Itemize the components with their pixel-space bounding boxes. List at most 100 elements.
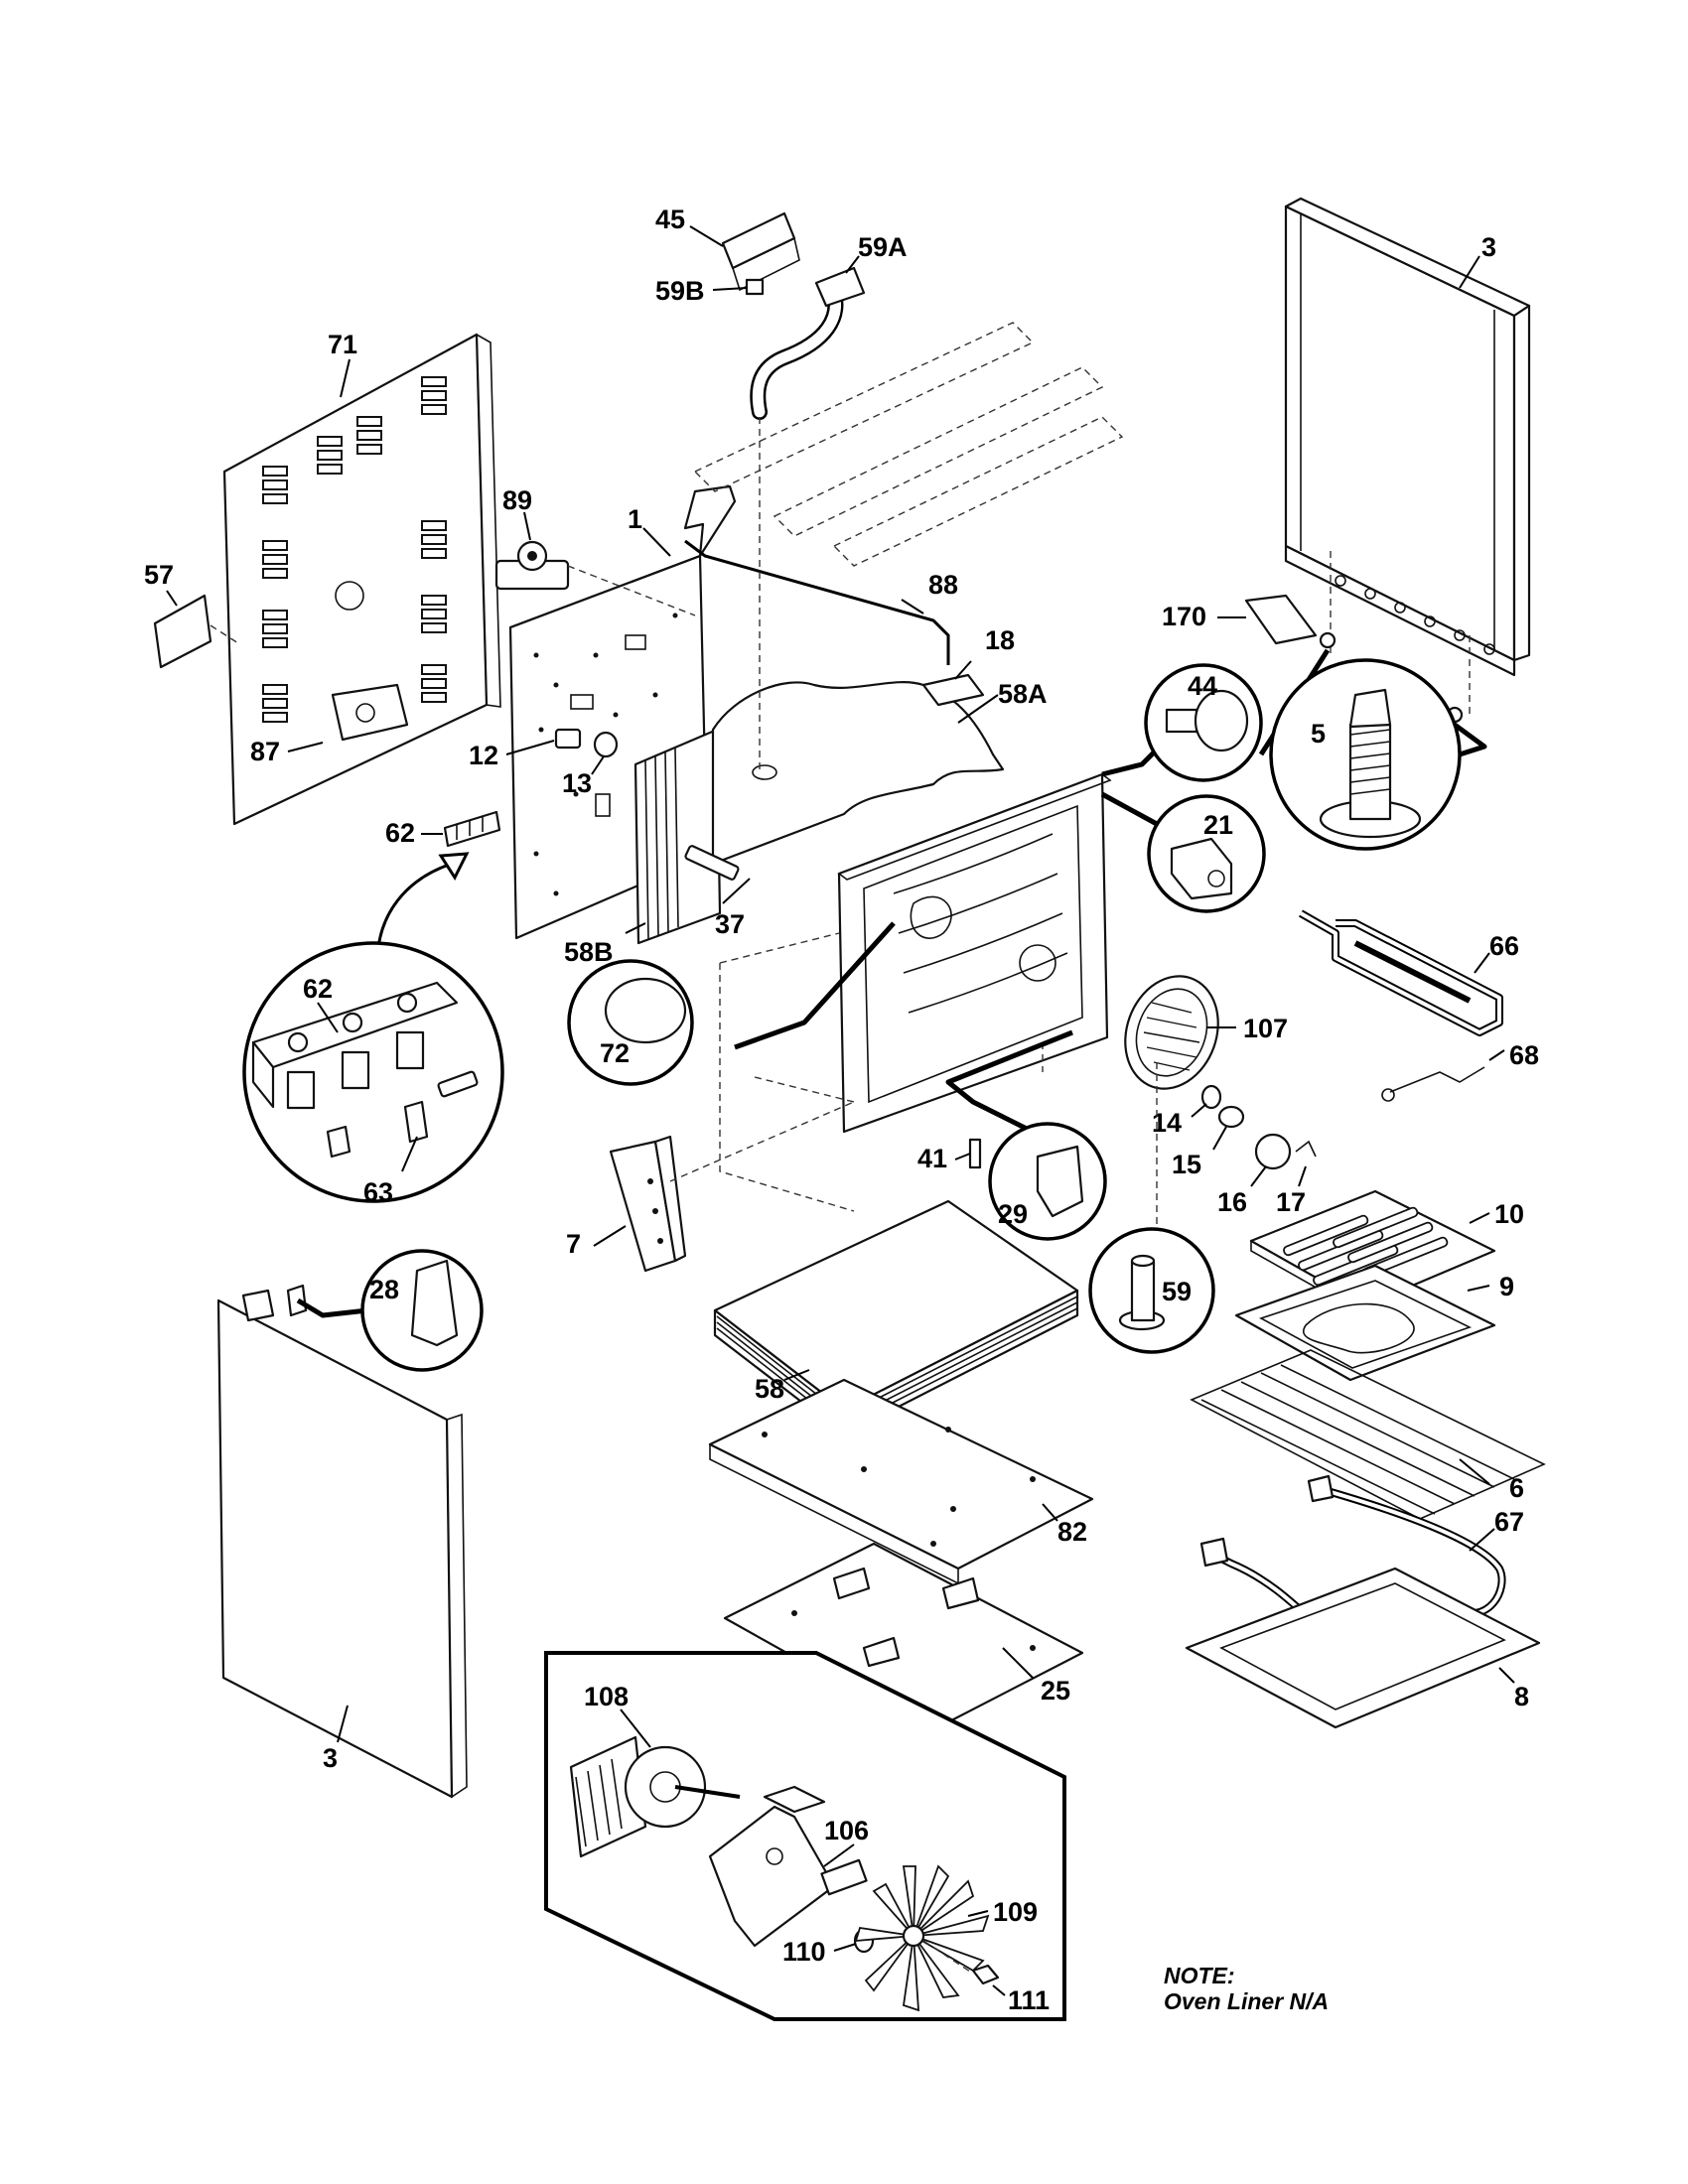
callout-5-leveling-leg[interactable]: 5 — [1258, 648, 1487, 851]
label-28: 28 — [369, 1275, 399, 1304]
part-71-rear-panel[interactable]: 71 — [222, 330, 501, 826]
part-6-oven-rack[interactable]: 6 — [1190, 1349, 1546, 1520]
part-170-leveling-bracket[interactable]: 170 — [1162, 594, 1464, 724]
part-59A-tube[interactable]: 59A — [750, 232, 908, 774]
label-62-small: 62 — [385, 818, 415, 848]
note-block: NOTE: Oven Liner N/A — [1164, 1963, 1329, 2014]
callout-21-cap[interactable]: 21 — [1100, 791, 1266, 913]
note-heading: NOTE: — [1164, 1963, 1235, 1988]
part-106-motor-bracket[interactable]: 106 — [708, 1785, 869, 1948]
part-82-bottom-plate[interactable]: 82 — [708, 1378, 1094, 1585]
label-1: 1 — [628, 504, 642, 534]
part-58A-top-insulation[interactable]: 58A — [711, 679, 1048, 866]
part-66-bake-element[interactable]: 66 — [1299, 909, 1519, 1036]
callout-28-clip[interactable]: 28 — [296, 1249, 484, 1372]
label-58A: 58A — [998, 679, 1048, 709]
label-170: 170 — [1162, 602, 1206, 631]
label-110: 110 — [782, 1937, 826, 1967]
label-16: 16 — [1217, 1187, 1247, 1217]
label-107: 107 — [1243, 1014, 1288, 1043]
label-21: 21 — [1203, 810, 1233, 840]
label-12: 12 — [469, 741, 498, 770]
part-15-bulb[interactable]: 15 — [1172, 1105, 1245, 1179]
part-13-ring[interactable]: 13 — [562, 731, 619, 798]
label-59B: 59B — [655, 276, 705, 306]
label-13: 13 — [562, 768, 592, 798]
label-109: 109 — [993, 1897, 1038, 1927]
fan-motor-inset[interactable]: 108 106 110 — [544, 1651, 1066, 2021]
label-71: 71 — [328, 330, 357, 359]
part-18-bracket[interactable]: 18 — [921, 625, 1015, 707]
part-108-fan-motor[interactable]: 108 — [569, 1682, 741, 1858]
label-29: 29 — [998, 1199, 1028, 1229]
label-87: 87 — [250, 737, 280, 766]
part-3-right-side-panel[interactable]: 3 — [1284, 197, 1531, 715]
part-17-wire[interactable]: 17 — [1276, 1140, 1317, 1217]
part-58B-side-insulation[interactable]: 58B — [564, 728, 722, 967]
part-88-wire[interactable]: 88 — [684, 539, 958, 665]
label-67: 67 — [1494, 1507, 1524, 1537]
callout-62-terminal-detail[interactable]: 62 63 — [242, 941, 504, 1207]
label-45: 45 — [655, 205, 685, 234]
label-59A: 59A — [858, 232, 908, 262]
label-44: 44 — [1188, 671, 1217, 701]
label-68: 68 — [1509, 1040, 1539, 1070]
label-66: 66 — [1489, 931, 1519, 961]
part-10-broil-grid[interactable]: 10 — [1249, 1189, 1524, 1317]
label-72: 72 — [600, 1038, 630, 1068]
label-111: 111 — [1008, 1985, 1050, 2015]
part-16-lens[interactable]: 16 — [1217, 1133, 1292, 1217]
part-111-nut[interactable]: 111 — [922, 1940, 1050, 2015]
part-37-probe[interactable]: 37 — [684, 845, 751, 939]
part-7-hinge[interactable]: 7 — [566, 1101, 855, 1273]
label-5: 5 — [1311, 719, 1326, 749]
label-88: 88 — [928, 570, 958, 600]
label-58B: 58B — [564, 937, 614, 967]
label-18: 18 — [985, 625, 1015, 655]
label-58: 58 — [755, 1374, 784, 1404]
callout-44-knob[interactable]: 44 — [1101, 663, 1263, 782]
label-8: 8 — [1514, 1682, 1529, 1711]
label-10: 10 — [1494, 1199, 1524, 1229]
part-8-bottom-tray[interactable]: 8 — [1185, 1567, 1541, 1729]
label-57: 57 — [144, 560, 174, 590]
note-text: Oven Liner N/A — [1164, 1988, 1329, 2014]
callout-29-clip[interactable]: 29 — [945, 1029, 1107, 1241]
label-106: 106 — [824, 1816, 869, 1845]
part-14-socket[interactable]: 14 — [1152, 1084, 1222, 1138]
label-25: 25 — [1041, 1676, 1070, 1706]
label-37: 37 — [715, 909, 745, 939]
label-9: 9 — [1499, 1272, 1514, 1301]
label-15: 15 — [1172, 1150, 1201, 1179]
part-12-fitting[interactable]: 12 — [469, 728, 582, 770]
label-3-top: 3 — [1481, 232, 1496, 262]
label-41: 41 — [917, 1144, 947, 1173]
part-89-switch[interactable]: 89 — [494, 485, 696, 616]
part-68-clip[interactable]: 68 — [1381, 1040, 1539, 1102]
label-82: 82 — [1057, 1517, 1087, 1547]
part-62-terminal-block[interactable]: 62 — [375, 810, 501, 964]
part-59B-clip[interactable]: 59B — [655, 276, 765, 306]
label-63: 63 — [363, 1177, 393, 1207]
label-7: 7 — [566, 1229, 581, 1259]
oven-cavity-frame[interactable] — [719, 772, 1112, 1212]
top-frame-dashed — [693, 322, 1124, 567]
label-59: 59 — [1162, 1277, 1192, 1306]
label-62-callout: 62 — [303, 974, 333, 1004]
part-58-insulation-blanket[interactable]: 58 — [713, 1199, 1079, 1436]
part-25-floor-plate[interactable]: 25 — [723, 1542, 1084, 1734]
part-87-bracket[interactable]: 87 — [250, 737, 324, 766]
part-45-bracket[interactable]: 45 — [655, 205, 800, 292]
part-3-left-side-panel[interactable]: 3 — [216, 1284, 468, 1799]
label-108: 108 — [584, 1682, 629, 1711]
callout-72-light-lens[interactable]: 72 — [567, 921, 896, 1086]
callout-59-sleeve[interactable]: 59 — [1088, 1062, 1215, 1354]
part-107-fan-cover[interactable]: 107 — [1110, 963, 1288, 1102]
part-9-broil-pan[interactable]: 9 — [1234, 1264, 1514, 1382]
part-41-clip[interactable]: 41 — [917, 1138, 982, 1173]
label-3-bottom: 3 — [323, 1743, 338, 1773]
label-6: 6 — [1509, 1473, 1524, 1503]
part-109-fan-blade[interactable]: 109 — [854, 1864, 1038, 2012]
part-57-plate[interactable]: 57 — [144, 560, 239, 669]
